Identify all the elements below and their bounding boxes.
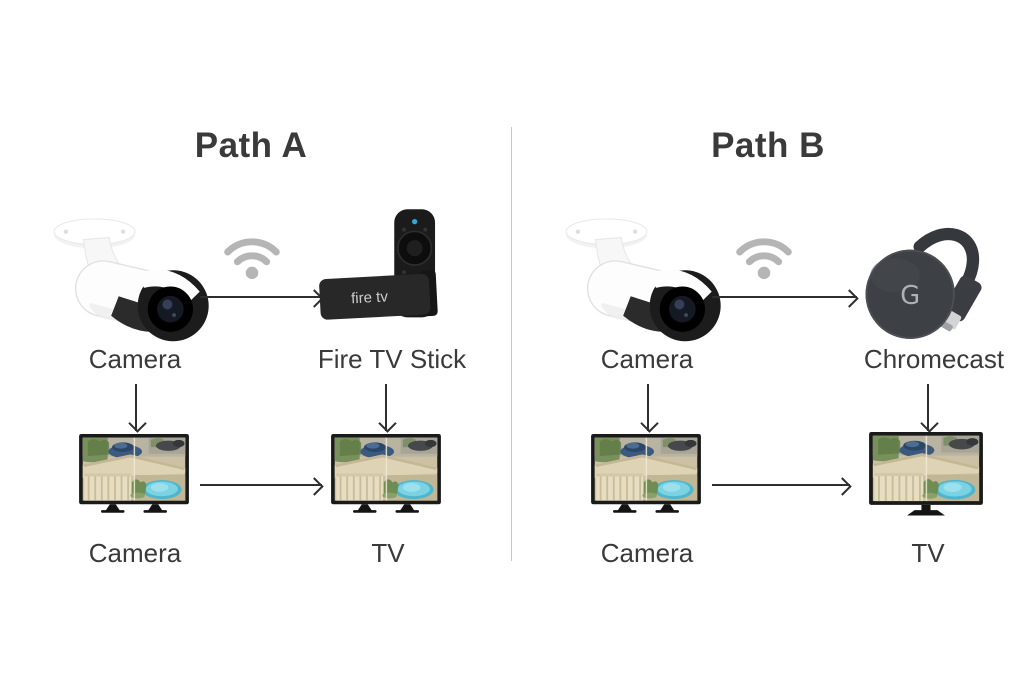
- arrow-camera-to-chromecast: [712, 296, 857, 298]
- column-divider-line: [511, 127, 512, 561]
- tv-image: [868, 431, 984, 516]
- path-b-bottom-camera-label: Camera: [600, 538, 694, 568]
- path-a-camera-label: Camera: [88, 344, 182, 374]
- path-a-title: Path A: [194, 126, 308, 165]
- wifi-icon: [729, 227, 799, 284]
- path-a-tv-label: TV: [371, 538, 405, 568]
- tv-image: [78, 433, 190, 513]
- path-b-camera-label: Camera: [600, 344, 694, 374]
- tv-image: [590, 433, 702, 513]
- fire-tv-stick-image: fire tv: [319, 209, 438, 320]
- wifi-icon: [217, 227, 287, 284]
- fire-tv-logo-text: fire tv: [351, 288, 389, 307]
- arrow-chromecast-down-to-tv: [927, 384, 929, 431]
- path-b-chromecast-label: Chromecast: [863, 344, 1005, 374]
- arrow-firetv-down-to-tv: [385, 384, 387, 431]
- chromecast-g-logo: G: [900, 281, 920, 311]
- security-camera-image: [48, 208, 216, 351]
- arrow-camera-to-firetv: [200, 296, 322, 298]
- path-b-title: Path B: [711, 126, 825, 165]
- chromecast-image: G: [865, 227, 982, 339]
- arrow-camera-down-b-left: [647, 384, 649, 431]
- arrow-tv-to-tv-a: [200, 484, 322, 486]
- path-a-bottom-camera-label: Camera: [88, 538, 182, 568]
- arrow-camera-down-a-left: [135, 384, 137, 431]
- path-a-firetv-label: Fire TV Stick: [317, 344, 467, 374]
- arrow-tv-to-tv-b: [712, 484, 850, 486]
- tv-image: [330, 433, 442, 513]
- security-camera-image: [560, 208, 728, 351]
- path-b-tv-label: TV: [911, 538, 945, 568]
